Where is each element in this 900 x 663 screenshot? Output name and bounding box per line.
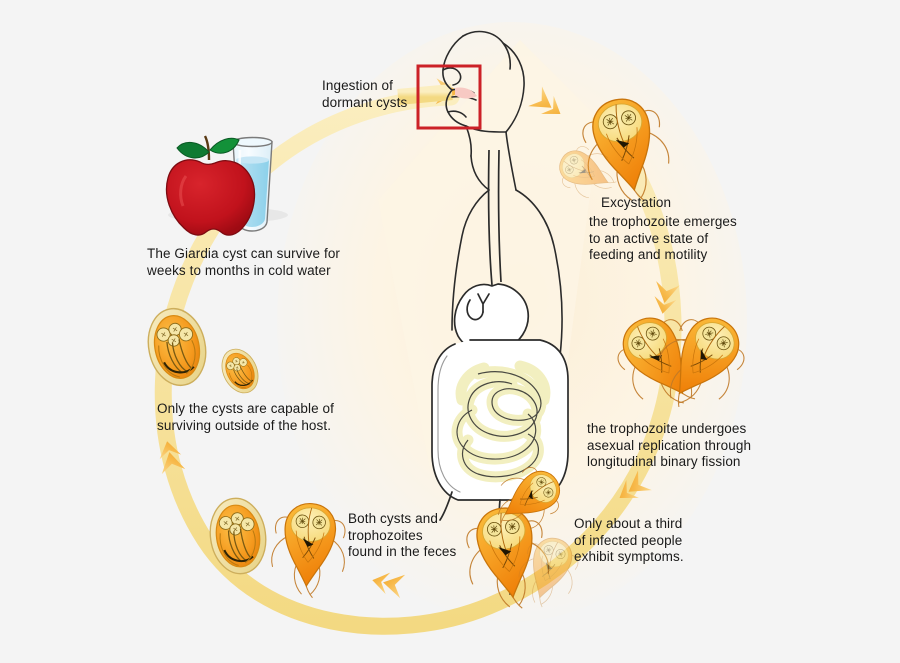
chin-detail xyxy=(447,110,467,118)
cyst-in-feces xyxy=(204,493,272,579)
mouth-highlight-box xyxy=(416,64,482,130)
gallbladder xyxy=(466,299,484,321)
torso-outline xyxy=(451,189,490,331)
apple-leaf-2 xyxy=(209,137,240,154)
apple-leaf xyxy=(176,142,210,159)
cyst-large-outside xyxy=(140,302,214,392)
arrowhead-symptoms xyxy=(619,470,652,499)
neck-back xyxy=(505,131,517,191)
arrowhead-outside-host xyxy=(159,441,186,475)
label-cold-water: The Giardia cyst can survive for weeks t… xyxy=(147,246,341,278)
arrowhead-feces xyxy=(372,572,406,599)
nose-detail xyxy=(442,67,462,86)
apple-stem xyxy=(203,135,211,161)
label-symptoms: Only about a third of infected people ex… xyxy=(574,516,684,564)
label-replication: the trophozoite undergoes asexual replic… xyxy=(587,421,752,469)
arrowhead-replication xyxy=(654,281,680,314)
skull-back xyxy=(502,42,525,133)
esophagus-right xyxy=(497,149,502,283)
parasite-outside-host-group xyxy=(140,302,266,400)
appendix xyxy=(439,491,453,521)
label-outside-host: Only the cysts are capable of surviving … xyxy=(157,401,334,433)
ingestion-band xyxy=(397,84,453,105)
esophagus-left xyxy=(487,149,493,286)
label-feces: Both cysts and trophozoites found in the… xyxy=(348,511,457,559)
parasite-feces-group xyxy=(204,493,349,601)
neck-front xyxy=(470,155,490,191)
bile-duct xyxy=(477,293,490,313)
colon-inner-line xyxy=(437,355,461,493)
small-intestine-outline xyxy=(456,371,542,478)
apple-icon xyxy=(165,135,256,236)
label-excystation-body: the trophozoite emerges to an active sta… xyxy=(589,214,737,262)
trophozoite-in-feces xyxy=(268,500,349,601)
oral-cavity xyxy=(455,87,477,99)
parasite-excystation-group xyxy=(550,90,678,212)
cyst-small-outside xyxy=(214,342,266,400)
parasite-binary-fission-group xyxy=(603,301,759,425)
apple-highlight xyxy=(179,175,188,207)
label-ingestion: Ingestion of dormant cysts xyxy=(322,78,408,110)
trophozoite-excysting xyxy=(574,90,678,212)
torso-back xyxy=(515,189,563,357)
label-excystation-heading: Excystation xyxy=(601,195,672,210)
arrowhead-excystation xyxy=(528,86,561,115)
